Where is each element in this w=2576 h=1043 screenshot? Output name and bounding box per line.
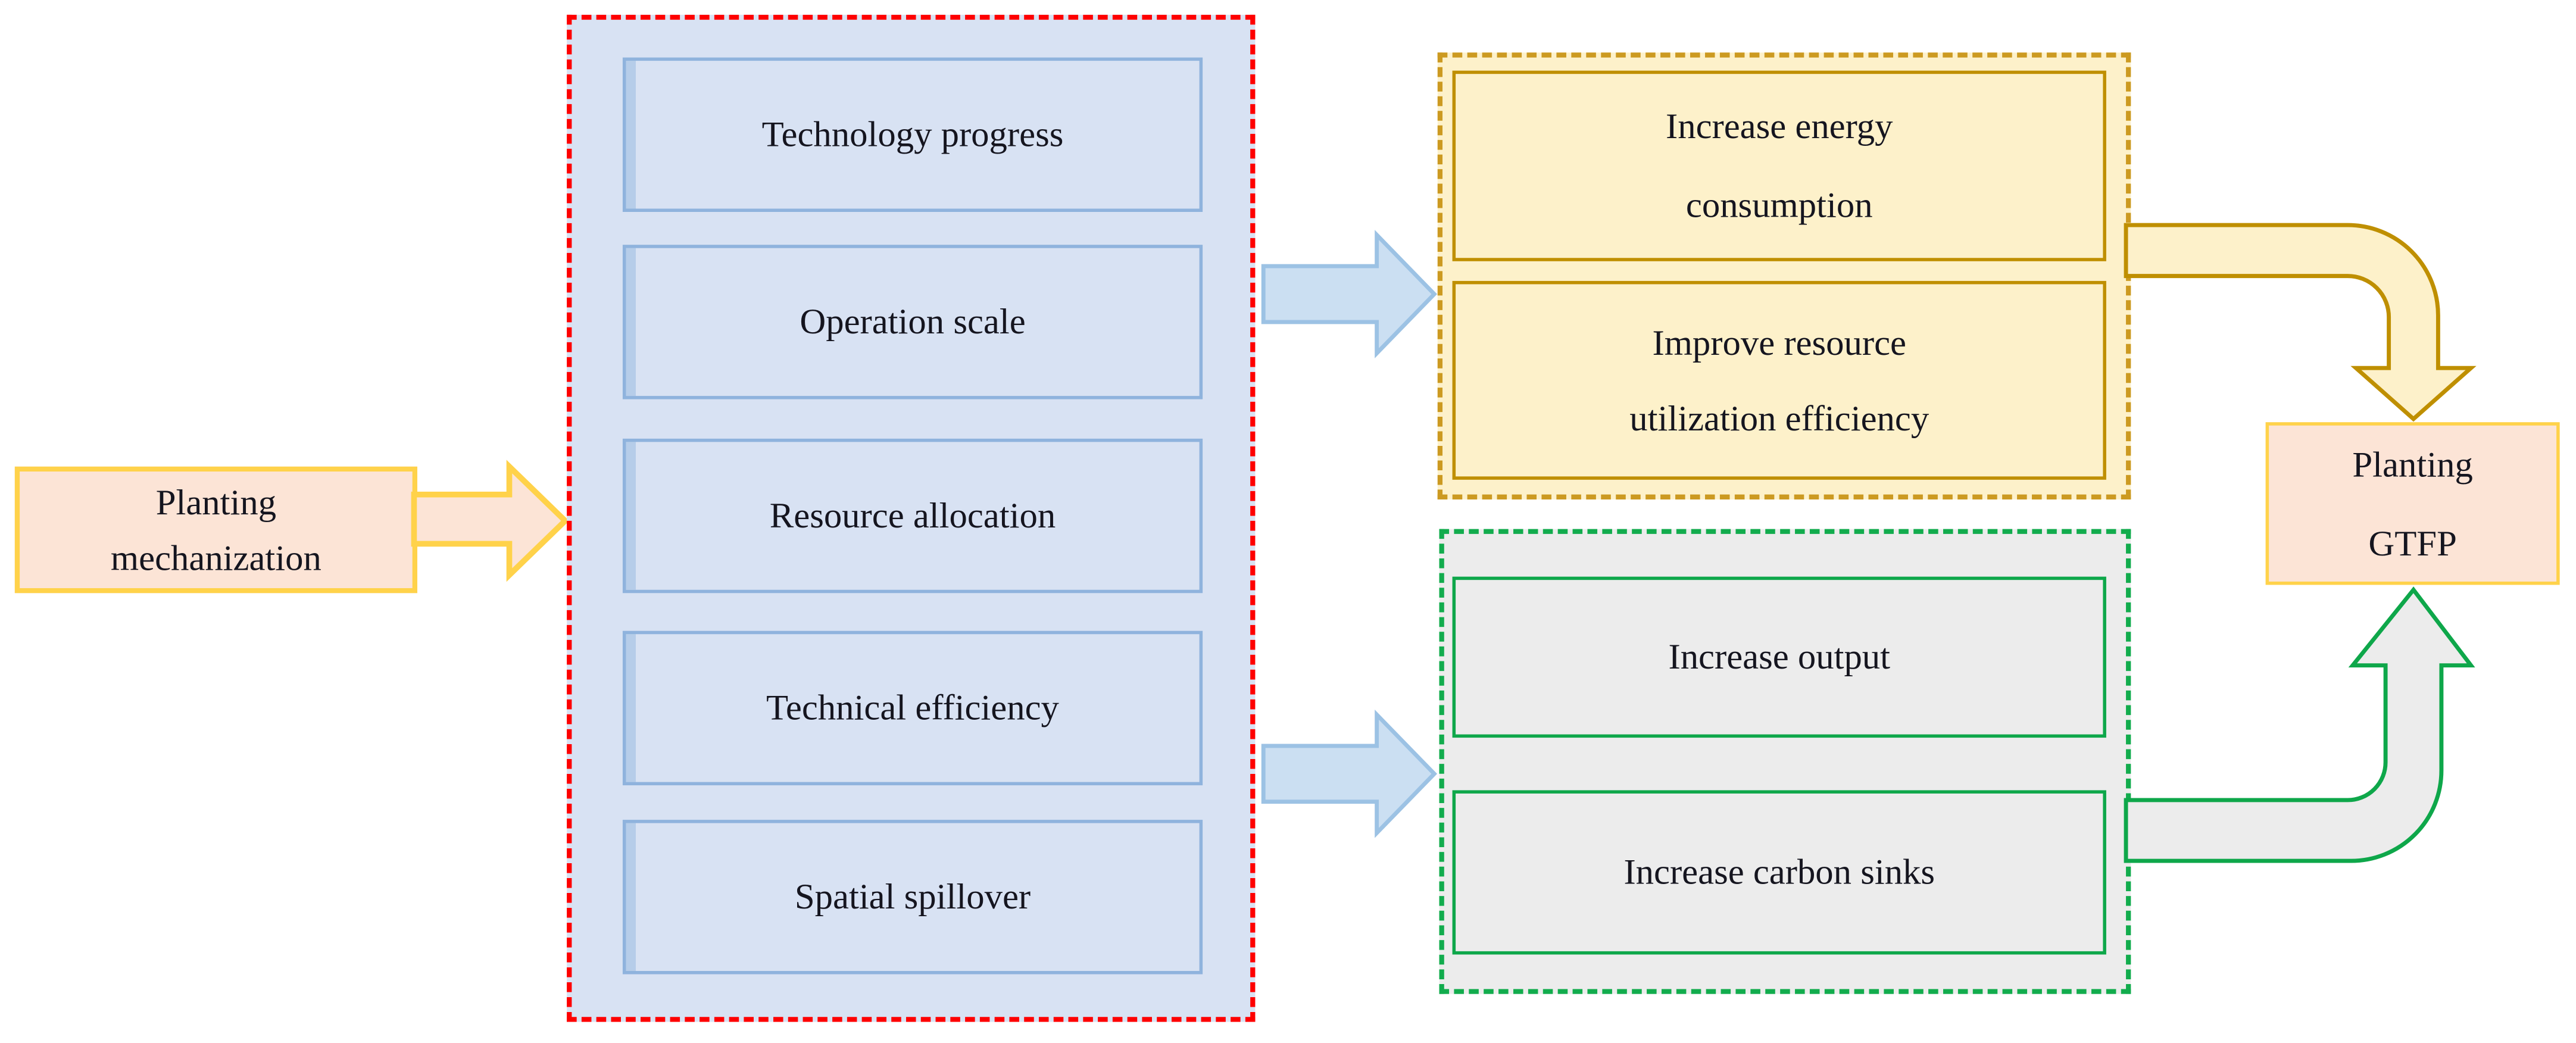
mechanism-label: Spatial spillover [794,875,1031,917]
mechanism-label: Operation scale [800,301,1026,342]
arrow-source-to-mechanisms [411,460,570,582]
mechanism-label: Technology progress [761,113,1064,155]
output-box-increase-carbon-sinks: Increase carbon sinks [1452,790,2106,955]
arrow-output-to-gtfp [2124,586,2475,863]
right-block-arrow-icon [1261,230,1438,358]
mechanism-box-technology-progress: Technology progress [622,57,1203,213]
output-box2-label: Increase carbon sinks [1623,851,1935,892]
arrow-mechanisms-to-energy-panel [1261,230,1438,358]
elbow-up-arrow-icon [2124,586,2475,863]
energy-box2-line1: Improve resource [1652,321,1906,363]
target-label-line1: Planting [2352,442,2473,484]
source-label-line1: Planting [155,480,277,522]
arrow-energy-to-gtfp [2124,223,2477,422]
target-node-planting-gtfp: Planting GTFP [2265,422,2560,585]
mechanism-box-operation-scale: Operation scale [622,245,1203,399]
elbow-down-arrow-icon [2124,223,2477,422]
energy-box2-line2: utilization efficiency [1629,396,1929,438]
output-box1-label: Increase output [1668,636,1891,677]
energy-box1-line2: consumption [1685,184,1873,226]
source-label-line2: mechanization [110,536,321,578]
mechanism-box-technical-efficiency: Technical efficiency [622,630,1203,786]
right-block-arrow-icon [411,460,570,582]
source-node-planting-mechanization: Planting mechanization [14,466,417,594]
energy-box1-line1: Increase energy [1665,105,1893,146]
mechanism-label: Resource allocation [769,494,1056,536]
mechanism-box-spatial-spillover: Spatial spillover [622,820,1203,975]
energy-box-improve-resource-utilization: Improve resource utilization efficiency [1452,280,2106,480]
arrow-mechanisms-to-output-panel [1261,709,1438,838]
right-block-arrow-icon [1261,709,1438,838]
output-box-increase-output: Increase output [1452,576,2106,738]
mechanism-box-resource-allocation: Resource allocation [622,438,1203,594]
target-label-line2: GTFP [2368,522,2457,563]
mechanism-label: Technical efficiency [766,686,1059,728]
energy-box-increase-energy-consumption: Increase energy consumption [1452,70,2106,261]
